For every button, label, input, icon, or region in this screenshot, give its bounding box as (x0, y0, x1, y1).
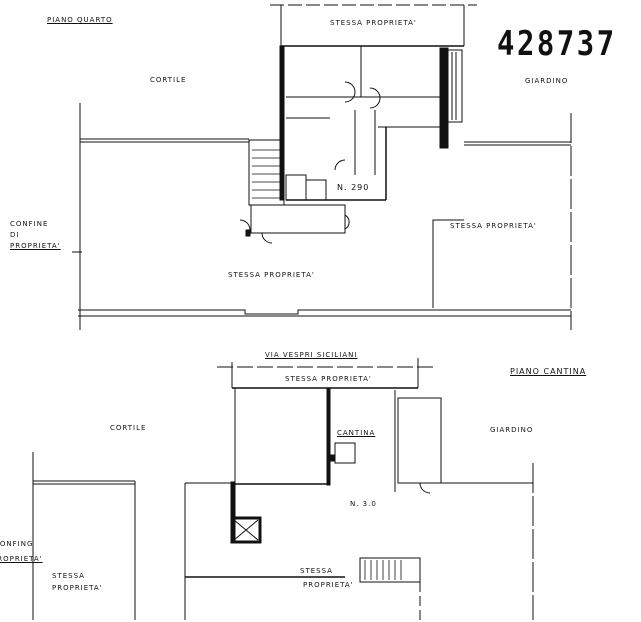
upper-plan-walls (72, 4, 572, 330)
upper-plan-title: PIANO QUARTO (47, 16, 113, 24)
lower-bottom-neighbor-line-1: STESSA (300, 567, 333, 575)
lower-bottom-neighbor-line-2: PROPRIETA' (303, 581, 354, 589)
lower-courtyard-label: CORTILE (110, 424, 147, 432)
upper-unit-label: N. 290 (337, 183, 370, 192)
upper-boundary-line-1: CONFINE (10, 220, 49, 228)
lower-boundary-line-2: PROPRIETA' (0, 555, 43, 563)
lower-unit-label: N. 3.0 (350, 500, 377, 508)
cellar-label: CANTINA (337, 429, 376, 437)
lower-plan-title: PIANO CANTINA (510, 367, 587, 376)
upper-courtyard-label: CORTILE (150, 76, 187, 84)
lower-left-neighbor-line-2: PROPRIETA' (52, 584, 103, 592)
lower-garden-label: GIARDINO (490, 426, 534, 434)
document-number: 428737 (497, 24, 617, 64)
upper-garden-label: GIARDINO (525, 77, 569, 85)
lower-boundary-line-1: CONFING (0, 540, 34, 548)
lower-top-neighbor-label: STESSA PROPRIETA' (285, 375, 372, 383)
upper-right-neighbor-label: STESSA PROPRIETA' (450, 222, 537, 230)
street-label: VIA VESPRI SICILIANI (265, 351, 358, 359)
lower-left-neighbor-line-1: STESSA (52, 572, 85, 580)
lower-plan-walls (32, 358, 534, 620)
upper-boundary-line-2: DI (10, 231, 20, 239)
upper-top-neighbor-label: STESSA PROPRIETA' (330, 19, 417, 27)
upper-boundary-line-3: PROPRIETA' (10, 242, 61, 250)
upper-bottom-neighbor-label: STESSA PROPRIETA' (228, 271, 315, 279)
